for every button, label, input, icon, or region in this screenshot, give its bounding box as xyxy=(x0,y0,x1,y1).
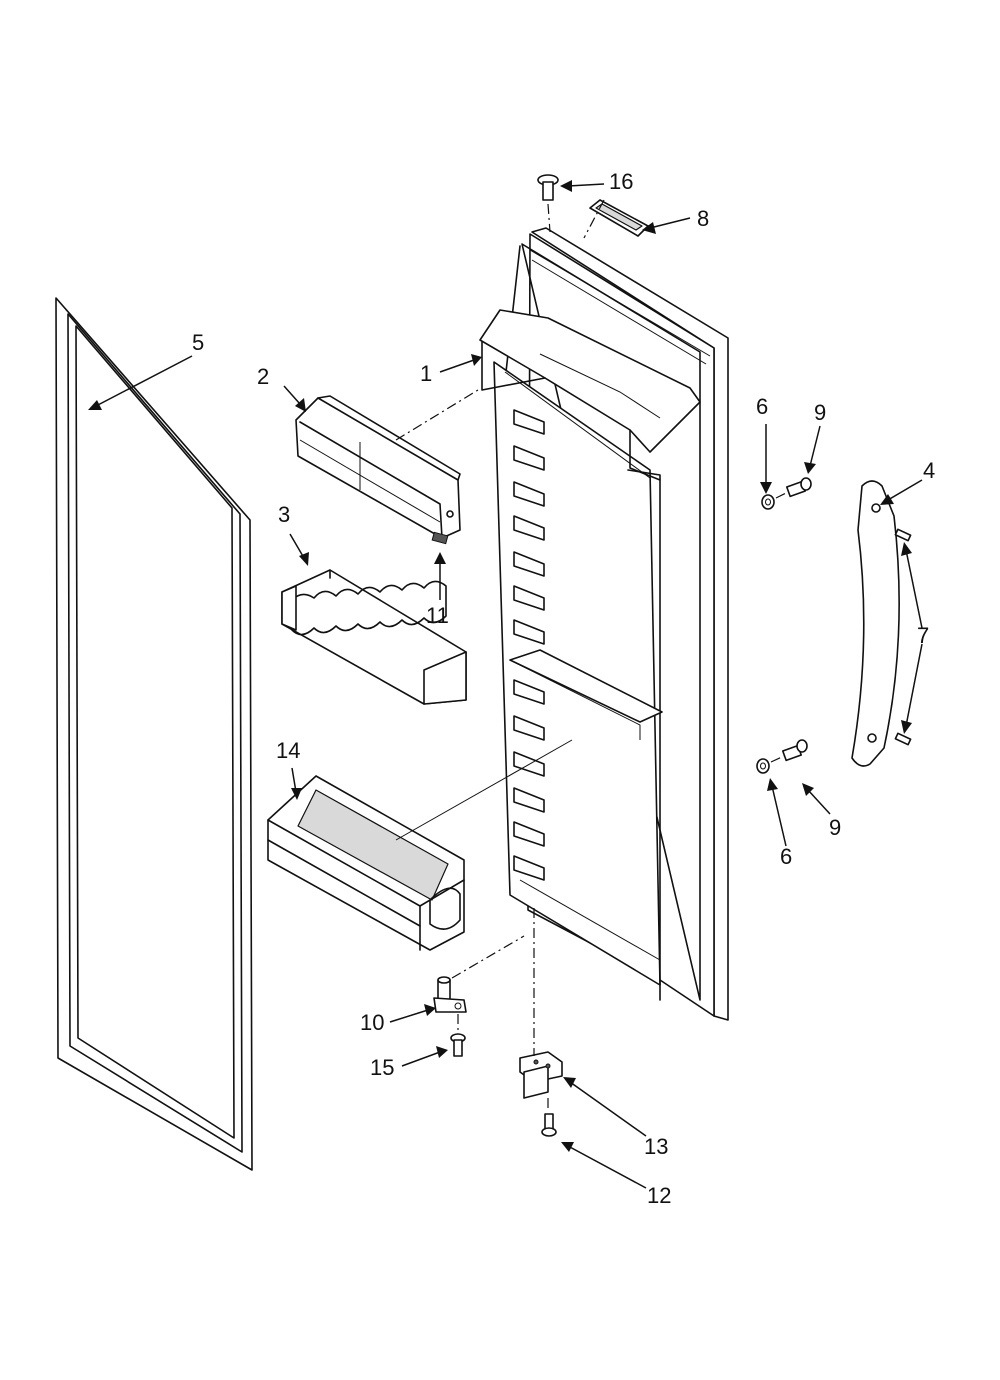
callout-9-upper: 9 xyxy=(814,400,826,425)
top-trim-cap xyxy=(589,199,649,237)
callout-labels: 16 8 1 2 5 11 3 14 6 9 4 7 9 6 10 15 13 … xyxy=(192,169,935,1208)
callout-7: 7 xyxy=(917,623,929,648)
callout-16: 16 xyxy=(609,169,633,194)
callout-9-lower: 9 xyxy=(829,815,841,840)
handle-spacer-upper xyxy=(761,494,775,510)
top-hinge-screw xyxy=(537,174,559,233)
hinge-screw-left xyxy=(450,1033,466,1057)
callout-10: 10 xyxy=(360,1010,384,1035)
callout-8: 8 xyxy=(697,206,709,231)
callout-6-upper: 6 xyxy=(756,394,768,419)
lower-hinge-bracket xyxy=(519,1051,563,1099)
handle-screws xyxy=(894,528,912,746)
callout-12: 12 xyxy=(647,1183,671,1208)
callout-6-lower: 6 xyxy=(780,844,792,869)
door-liner xyxy=(479,227,729,1021)
leader-lines xyxy=(88,180,923,1189)
callout-5: 5 xyxy=(192,330,204,355)
door-bin xyxy=(267,775,465,951)
assembly-lines xyxy=(395,199,605,1112)
handle-spacer-lower xyxy=(756,758,770,774)
handle-stud-lower xyxy=(770,739,808,763)
callout-1: 1 xyxy=(420,361,432,386)
callout-13: 13 xyxy=(644,1134,668,1159)
shelf-ribs xyxy=(513,409,545,881)
lower-hinge-pin xyxy=(433,976,467,1013)
callout-11: 11 xyxy=(426,603,449,628)
callout-2: 2 xyxy=(257,364,269,389)
door-gasket xyxy=(55,297,253,1171)
door-handle xyxy=(851,480,900,767)
callout-15: 15 xyxy=(370,1055,394,1080)
handle-stud-upper xyxy=(775,477,812,499)
egg-tray xyxy=(281,569,467,705)
callout-3: 3 xyxy=(278,502,290,527)
hinge-screw-bottom xyxy=(541,1113,557,1137)
callout-14: 14 xyxy=(276,738,300,763)
cover-hinge-pin xyxy=(431,531,449,545)
dairy-door-cover xyxy=(295,395,461,539)
callout-4: 4 xyxy=(923,458,935,483)
